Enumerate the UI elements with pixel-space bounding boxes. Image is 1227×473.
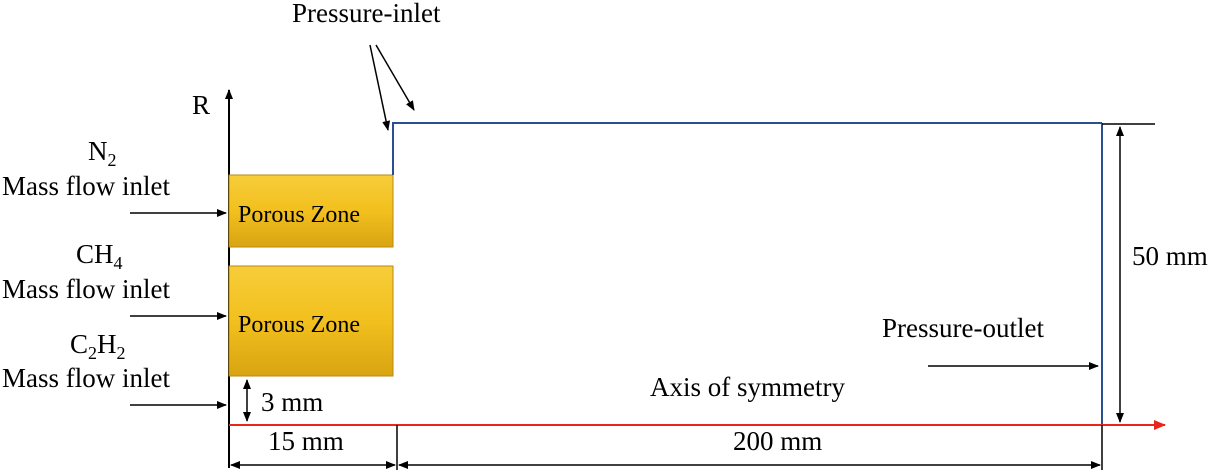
inlet-type-label: Mass flow inlet: [2, 171, 170, 201]
pressure-inlet-boundary: [392, 122, 1102, 175]
species-label: C2H2: [70, 329, 126, 363]
inlet-type-label: Mass flow inlet: [2, 274, 170, 304]
species-label: CH4: [76, 239, 123, 273]
dimension-inlet-length-label: 15 mm: [268, 426, 344, 456]
inlet-n2: N2 Mass flow inlet: [2, 136, 227, 217]
dimension-length-label: 200 mm: [733, 426, 822, 456]
inlet-c2h2: C2H2 Mass flow inlet: [2, 329, 227, 409]
porous-zone-lower: Porous Zone: [228, 265, 394, 377]
inlet-ch4: CH4 Mass flow inlet: [2, 239, 227, 320]
porous-zone-label: Porous Zone: [238, 202, 360, 228]
dimension-gap-label: 3 mm: [261, 387, 323, 417]
pressure-inlet-arrow: [369, 44, 391, 131]
r-axis-label: R: [192, 90, 210, 120]
porous-zone-upper: Porous Zone: [228, 174, 394, 248]
inlet-type-label: Mass flow inlet: [2, 363, 170, 393]
species-label: N2: [88, 136, 117, 170]
pressure-outlet-label: Pressure-outlet: [882, 313, 1044, 343]
axis-of-symmetry-label: Axis of symmetry: [650, 372, 845, 402]
dimension-radius-label: 50 mm: [1132, 241, 1208, 271]
pressure-inlet-label: Pressure-inlet: [292, 0, 441, 28]
porous-zone-label: Porous Zone: [238, 312, 360, 338]
pressure-inlet-arrow: [375, 44, 415, 111]
